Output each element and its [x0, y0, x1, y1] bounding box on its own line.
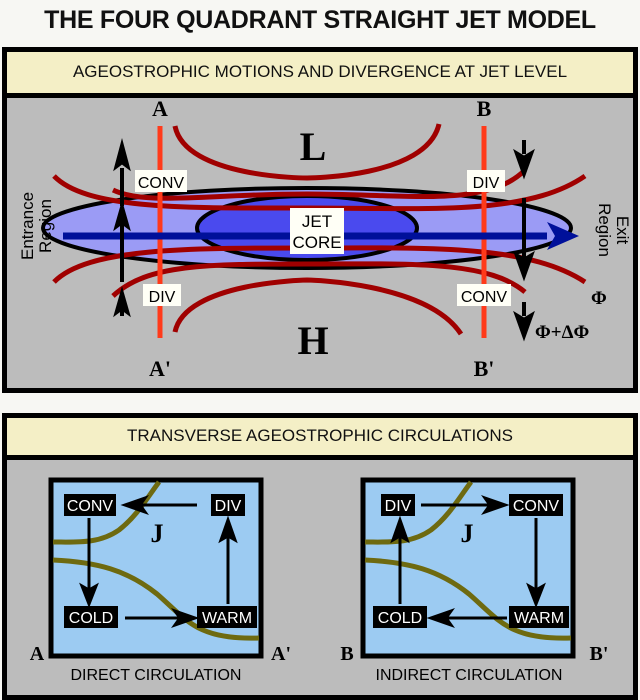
section-label-a-prime: A' — [149, 356, 171, 381]
indirect-jet-label: J — [461, 519, 474, 548]
indirect-caption: INDIRECT CIRCULATION — [376, 667, 563, 684]
contour-lower-outer — [172, 277, 464, 336]
ageo-arrow-down-icon — [513, 148, 535, 180]
section-label-a: A — [152, 98, 168, 121]
arrow-up-icon — [218, 515, 238, 544]
jet-core-label-line2: CORE — [292, 233, 341, 252]
isentrope-lower — [52, 557, 260, 641]
direct-box-bottom-right: WARM — [202, 610, 252, 627]
contour-upper-outer — [172, 123, 442, 181]
indirect-right-label: B' — [590, 643, 609, 665]
indirect-box-top-left: DIV — [385, 498, 412, 515]
isentrope-lower — [364, 557, 572, 641]
indirect-circulation-diagram: DIV CONV COLD WARM J B B' INDIRECT CIRCU… — [340, 477, 609, 684]
direct-jet-label: J — [151, 519, 164, 548]
indirect-box-bottom-left: COLD — [378, 610, 422, 627]
ageo-arrow-up-icon — [113, 286, 131, 318]
phi-delta-label: Φ+ΔΦ — [535, 322, 589, 343]
arrow-right-icon — [171, 608, 200, 628]
main-title: THE FOUR QUADRANT STRAIGHT JET MODEL — [44, 6, 596, 34]
direct-box-top-right: DIV — [215, 498, 242, 515]
direct-caption: DIRECT CIRCULATION — [71, 667, 242, 684]
bottom-panel: TRANSVERSE AGEOSTROPHIC CIRCULATIONS CON… — [2, 413, 638, 700]
jet-diagram: A B A' B' L H CONV DIV DIV CONV JET CORE… — [18, 98, 632, 381]
isentrope-upper — [52, 480, 162, 545]
bottom-panel-header: TRANSVERSE AGEOSTROPHIC CIRCULATIONS — [7, 418, 633, 460]
conv-label-entrance-upper: CONV — [138, 175, 185, 192]
isentrope-upper — [364, 480, 474, 545]
top-panel-header: AGEOSTROPHIC MOTIONS AND DIVERGENCE AT J… — [7, 52, 633, 98]
direct-left-label: A — [30, 643, 45, 665]
indirect-box-top-right: CONV — [513, 498, 560, 515]
arrow-up-icon — [390, 515, 410, 544]
entrance-region-line2: Region — [36, 199, 55, 253]
exit-region-line1: Exit — [613, 216, 632, 245]
top-panel: AGEOSTROPHIC MOTIONS AND DIVERGENCE AT J… — [2, 47, 638, 393]
section-label-b: B — [477, 98, 492, 121]
indirect-box-bottom-right: WARM — [514, 610, 564, 627]
direct-box-bottom-left: COLD — [69, 610, 113, 627]
arrow-down-icon — [526, 582, 546, 609]
ageo-arrow-down-icon — [513, 250, 535, 282]
exit-region-line2: Region — [595, 203, 614, 257]
ageo-arrow-up-icon — [113, 138, 131, 172]
direct-circulation-diagram: CONV DIV COLD WARM J A A' DIRECT CIRCULA… — [30, 477, 291, 684]
direct-right-label: A' — [271, 643, 291, 665]
section-label-b-prime: B' — [474, 356, 495, 381]
direct-box-top-left: CONV — [67, 498, 114, 515]
conv-label-exit-lower: CONV — [461, 289, 508, 306]
jet-axis-arrowhead — [547, 222, 579, 250]
low-pressure-label: L — [300, 124, 327, 169]
entrance-region-line1: Entrance — [18, 192, 37, 260]
phi-label: Φ — [591, 288, 607, 309]
indirect-left-label: B — [340, 643, 353, 665]
ageo-arrow-up-icon — [113, 200, 131, 232]
contour-lower-mid — [111, 261, 527, 298]
arrow-left-icon — [426, 608, 455, 628]
ageo-arrow-down-icon — [513, 310, 535, 342]
arrow-down-icon — [79, 582, 99, 609]
div-label-entrance-lower: DIV — [149, 289, 176, 306]
high-pressure-label: H — [297, 318, 328, 363]
arrow-left-icon — [120, 495, 149, 515]
div-label-exit-upper: DIV — [473, 175, 500, 192]
jet-core-label-line1: JET — [302, 212, 332, 231]
arrow-right-icon — [481, 495, 510, 515]
